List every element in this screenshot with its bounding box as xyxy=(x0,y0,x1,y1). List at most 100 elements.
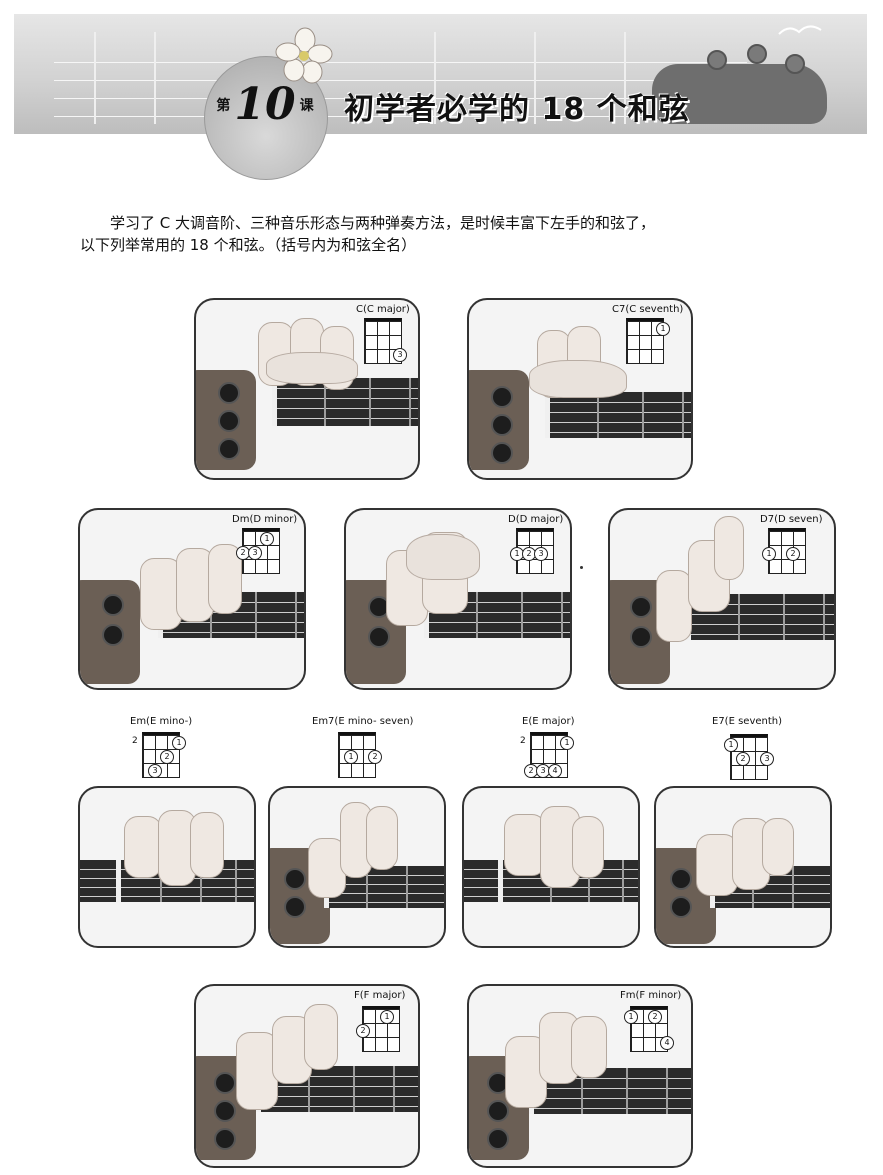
hand xyxy=(406,534,480,580)
tuner-icon xyxy=(284,868,306,890)
chord-label: D7(D seven) xyxy=(760,514,823,525)
fretboard xyxy=(547,392,691,438)
finger-dot: 3 xyxy=(148,764,162,778)
hand-finger xyxy=(656,570,692,642)
tuner-icon xyxy=(670,896,692,918)
tuner-icon xyxy=(214,1100,236,1122)
tuner-icon xyxy=(368,626,390,648)
fret-number: 2 xyxy=(520,736,526,746)
chord-label: Dm(D minor) xyxy=(232,514,298,525)
banner-fret xyxy=(94,32,96,124)
finger-dot: 2 xyxy=(648,1010,662,1024)
chord-label: Em(E mino-) xyxy=(130,716,193,727)
hand-finger xyxy=(366,806,398,870)
finger-dot: 1 xyxy=(624,1010,638,1024)
hand-finger xyxy=(696,834,738,896)
tuner-icon xyxy=(218,438,240,460)
finger-dot: 2 xyxy=(160,750,174,764)
banner-fret xyxy=(434,32,436,124)
hand-finger xyxy=(124,816,162,878)
page-title: 初学者必学的 18 个和弦 xyxy=(344,92,690,127)
chord-label: D(D major) xyxy=(508,514,564,525)
finger-dot: 1 xyxy=(172,736,186,750)
tuning-peg-icon xyxy=(785,54,805,74)
hand-finger xyxy=(572,816,604,878)
hand-finger xyxy=(176,548,214,622)
chord-label: F(F major) xyxy=(354,990,406,1001)
chord-photo-fm xyxy=(467,984,693,1168)
chord-label: E7(E seventh) xyxy=(712,716,783,727)
hand-finger xyxy=(571,1016,607,1078)
lesson-number-value: 10 xyxy=(234,79,296,130)
scan-speck xyxy=(580,566,583,569)
banner-string xyxy=(54,80,747,81)
tuner-icon xyxy=(670,868,692,890)
hand xyxy=(266,352,358,384)
banner-fret xyxy=(534,32,536,124)
finger-dot: 2 xyxy=(356,1024,370,1038)
tuner-icon xyxy=(491,442,513,464)
tuner-icon xyxy=(630,596,652,618)
finger-dot: 1 xyxy=(260,532,274,546)
banner-fret xyxy=(624,32,626,124)
finger-dot: 2 xyxy=(368,750,382,764)
fret-number: 2 xyxy=(132,736,138,746)
finger-dot: 1 xyxy=(762,547,776,561)
finger-dot: 3 xyxy=(534,547,548,561)
ukulele-headstock xyxy=(652,64,827,124)
chord-label: Fm(F minor) xyxy=(620,990,682,1001)
intro-line: 以下列举常用的 18 个和弦。（括号内为和弦全名） xyxy=(80,236,417,254)
finger-dot: 1 xyxy=(380,1010,394,1024)
tuning-peg-icon xyxy=(707,50,727,70)
lesson-suffix: 课 xyxy=(299,98,314,114)
tuner-icon xyxy=(284,896,306,918)
finger-dot: 4 xyxy=(548,764,562,778)
chord-label: C7(C seventh) xyxy=(612,304,684,315)
chord-photo-e7 xyxy=(654,786,832,948)
banner-string xyxy=(54,116,747,117)
tuner-icon xyxy=(218,410,240,432)
seagull-icon xyxy=(778,25,822,35)
intro-line: 学习了 C 大调音阶、三种音乐形态与两种弹奏方法，是时候丰富下左手的和弦了， xyxy=(110,214,656,232)
hand xyxy=(529,360,627,398)
finger-dot: 3 xyxy=(248,546,262,560)
tuner-icon xyxy=(218,382,240,404)
finger-dot: 1 xyxy=(344,750,358,764)
tuner-icon xyxy=(214,1128,236,1150)
hand-finger xyxy=(190,812,224,878)
tuner-icon xyxy=(630,626,652,648)
lesson-number: 第 10 课 xyxy=(200,80,330,130)
tuner-icon xyxy=(487,1100,509,1122)
tuner-icon xyxy=(491,414,513,436)
finger-dot: 2 xyxy=(736,752,750,766)
banner-string xyxy=(54,62,747,63)
chord-label: Em7(E mino- seven) xyxy=(312,716,414,727)
finger-dot: 4 xyxy=(660,1036,674,1050)
finger-dot: 2 xyxy=(524,764,538,778)
hand-finger xyxy=(304,1004,338,1070)
tuner-icon xyxy=(214,1072,236,1094)
hand-finger xyxy=(714,516,744,580)
chord-label: C(C major) xyxy=(356,304,410,315)
intro-paragraph: 学习了 C 大调音阶、三种音乐形态与两种弹奏方法，是时候丰富下左手的和弦了， 以… xyxy=(80,212,830,256)
banner-string xyxy=(54,98,747,99)
finger-dot: 1 xyxy=(560,736,574,750)
finger-dot: 1 xyxy=(656,322,670,336)
chord-photo-em7 xyxy=(268,786,446,948)
lesson-prefix: 第 xyxy=(216,98,231,114)
nut xyxy=(272,378,277,426)
chord-photo-f xyxy=(194,984,420,1168)
finger-dot: 3 xyxy=(760,752,774,766)
finger-dot: 2 xyxy=(786,547,800,561)
fretboard xyxy=(258,1066,418,1112)
nut xyxy=(545,392,550,438)
tuner-icon xyxy=(102,594,124,616)
finger-dot: 1 xyxy=(724,738,738,752)
hand-finger xyxy=(762,818,794,876)
nut xyxy=(116,860,121,902)
header-banner xyxy=(14,14,867,134)
chord-photo-em xyxy=(78,786,256,948)
tuner-icon xyxy=(102,624,124,646)
chord-diagram-c7 xyxy=(626,318,664,364)
chord-photo-dm xyxy=(78,508,306,690)
